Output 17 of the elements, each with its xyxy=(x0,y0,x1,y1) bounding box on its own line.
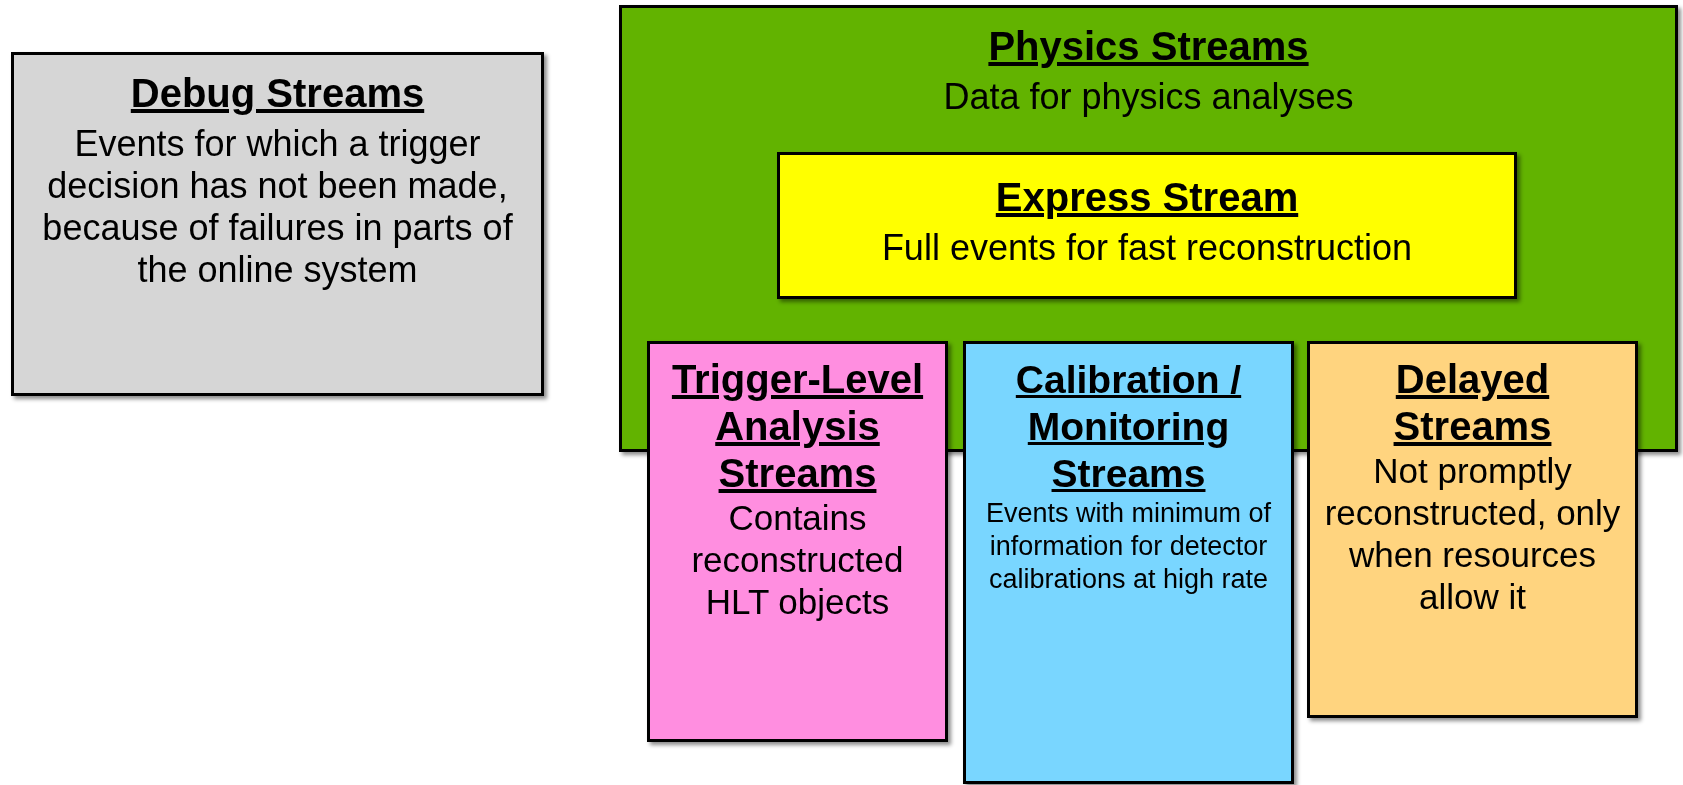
stream-description: Contains reconstructed HLT objects xyxy=(690,497,905,623)
stream-description: Not promptly reconstructed, only when resources allow it xyxy=(1323,450,1622,618)
stream-box xyxy=(963,341,1294,784)
stream-heading: Express Stream xyxy=(994,174,1300,221)
stream-heading: Debug Streams xyxy=(129,70,426,117)
stream-description: Events for which a trigger decision has not been made, because of failures in parts of the online system xyxy=(41,123,514,291)
stream-heading: Delayed Streams xyxy=(1392,356,1553,450)
stream-box xyxy=(647,341,948,742)
stream-box xyxy=(1307,341,1638,718)
stream-heading: Calibration / Monitoring Streams xyxy=(1014,357,1243,497)
stream-heading: Trigger-Level Analysis Streams xyxy=(670,356,925,497)
stream-box xyxy=(11,52,544,396)
stream-heading: Physics Streams xyxy=(987,23,1310,70)
stream-box xyxy=(777,152,1517,299)
stream-description: Full events for fast reconstruction xyxy=(880,227,1414,269)
stream-description: Data for physics analyses xyxy=(942,76,1355,118)
stream-description: Events with minimum of information for detector calibrations at high rate xyxy=(984,497,1273,596)
